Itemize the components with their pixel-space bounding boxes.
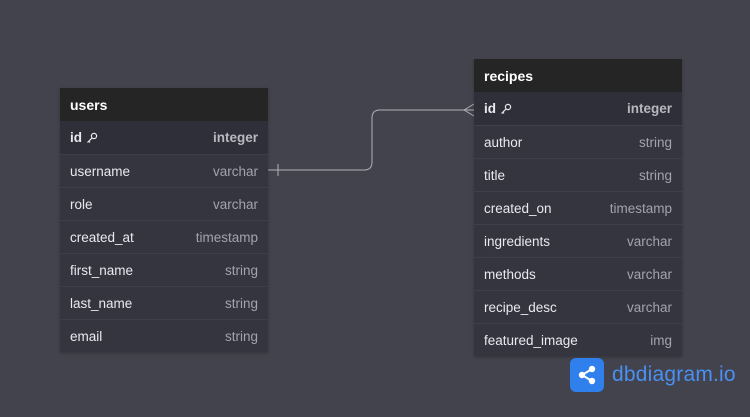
field-row-recipe_desc[interactable]: recipe_desc varchar — [474, 290, 682, 323]
field-type: img — [650, 332, 672, 348]
field-type: integer — [212, 130, 258, 145]
field-name: email — [70, 329, 102, 344]
field-row-ingredients[interactable]: ingredients varchar — [474, 224, 682, 257]
field-row-created_at[interactable]: created_at timestamp — [60, 220, 268, 253]
field-row-username[interactable]: username varchar — [60, 154, 268, 187]
field-type: varchar — [626, 266, 672, 282]
table-recipes[interactable]: recipes id integer author string title string… — [474, 59, 682, 356]
field-row-methods[interactable]: methods varchar — [474, 257, 682, 290]
field-type: timestamp — [195, 229, 258, 245]
field-name: author — [484, 135, 522, 150]
field-row-role[interactable]: role varchar — [60, 187, 268, 220]
field-name-text: ingredients — [484, 233, 551, 249]
field-name: first_name — [70, 263, 133, 278]
field-name-text: created_at — [70, 229, 134, 245]
field-name-text: first_name — [70, 262, 134, 278]
field-row-created_on[interactable]: created_on timestamp — [474, 191, 682, 224]
field-name-text: last_name — [70, 295, 133, 311]
field-type: string — [638, 134, 672, 150]
field-name-text: id — [70, 130, 82, 145]
primary-key-icon — [86, 132, 98, 144]
field-name: id — [70, 130, 98, 145]
field-row-id[interactable]: id integer — [474, 92, 682, 125]
field-type: string — [224, 328, 258, 344]
field-type: varchar — [212, 196, 258, 212]
field-row-email[interactable]: email string — [60, 319, 268, 352]
field-name-text: username — [70, 163, 131, 179]
field-row-title[interactable]: title string — [474, 158, 682, 191]
field-name-text: author — [484, 134, 523, 150]
field-row-featured_image[interactable]: featured_image img — [474, 323, 682, 356]
brand-name: dbdiagram.io — [612, 363, 736, 386]
field-type: varchar — [626, 299, 672, 315]
brand-logo: dbdiagram.io — [570, 358, 736, 392]
many-cardinality-mark-bottom — [463, 109, 475, 117]
field-name: id — [484, 101, 512, 116]
field-row-last_name[interactable]: last_name string — [60, 286, 268, 319]
field-list-users: id integer username varchar role varchar creat… — [60, 121, 268, 352]
field-type: integer — [626, 101, 672, 116]
field-list-recipes: id integer author string title string created_… — [474, 92, 682, 356]
field-name-text: title — [484, 167, 506, 183]
field-row-author[interactable]: author string — [474, 125, 682, 158]
field-name-text: created_on — [484, 200, 552, 216]
field-name-text: id — [484, 101, 496, 116]
field-type: string — [638, 167, 672, 183]
field-name-text: recipe_desc — [484, 299, 557, 315]
field-name: role — [70, 197, 93, 212]
field-name: created_on — [484, 201, 552, 216]
table-users[interactable]: users id integer username varchar role varcha… — [60, 88, 268, 352]
field-name-text: featured_image — [484, 332, 578, 348]
field-name-text: role — [70, 196, 93, 212]
field-name: featured_image — [484, 333, 578, 348]
field-name: methods — [484, 267, 536, 282]
relationship-line — [268, 109, 474, 171]
field-type: timestamp — [609, 200, 672, 216]
table-header-recipes[interactable]: recipes — [474, 59, 682, 92]
field-name-text: methods — [484, 266, 536, 282]
field-row-id[interactable]: id integer — [60, 121, 268, 154]
field-name: title — [484, 168, 505, 183]
field-type: varchar — [626, 233, 672, 249]
field-name: recipe_desc — [484, 300, 557, 315]
field-name: username — [70, 164, 130, 179]
primary-key-icon — [500, 103, 512, 115]
field-name: last_name — [70, 296, 132, 311]
field-type: string — [224, 295, 258, 311]
many-cardinality-mark-top — [463, 103, 475, 111]
table-header-users[interactable]: users — [60, 88, 268, 121]
field-row-first_name[interactable]: first_name string — [60, 253, 268, 286]
share-nodes-icon — [570, 358, 604, 392]
field-type: varchar — [212, 163, 258, 179]
field-name-text: email — [70, 328, 103, 344]
field-name: ingredients — [484, 234, 550, 249]
field-type: string — [224, 262, 258, 278]
field-name: created_at — [70, 230, 134, 245]
